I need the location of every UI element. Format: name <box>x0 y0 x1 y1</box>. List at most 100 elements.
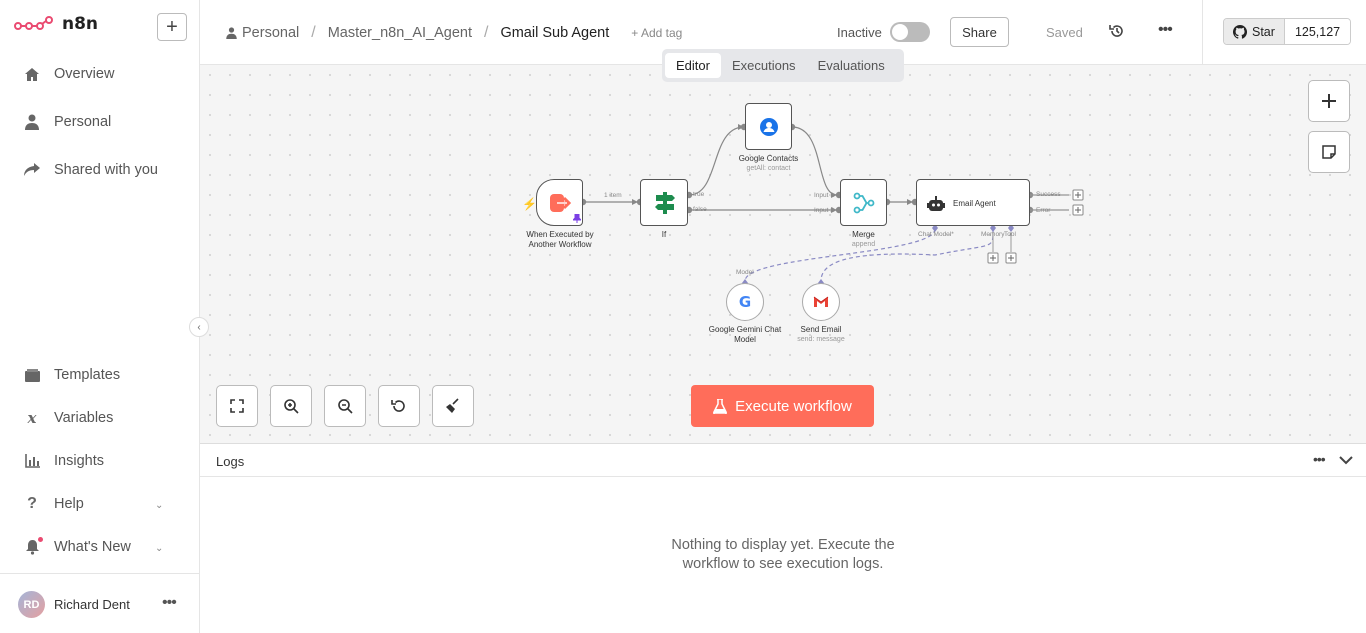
node-label: Merge <box>852 230 875 239</box>
gmail-icon <box>813 296 829 307</box>
github-icon <box>1233 24 1247 39</box>
error-output-label: Error <box>1036 207 1051 214</box>
zoom-out-button[interactable] <box>324 385 366 427</box>
node-label: Send Email <box>800 325 842 334</box>
sidebar-item-insights[interactable]: Insights <box>24 453 104 469</box>
sidebar-item-overview[interactable]: Overview <box>24 66 114 82</box>
node-google-contacts[interactable] <box>745 103 792 150</box>
trigger-bolt-icon: ⚡ <box>522 197 537 211</box>
sidebar-item-label: Variables <box>54 410 114 426</box>
node-merge[interactable] <box>840 179 887 226</box>
variable-icon: x <box>27 409 37 427</box>
node-gemini[interactable]: G <box>726 283 764 321</box>
breadcrumb-folder[interactable]: Master_n8n_AI_Agent <box>327 25 472 41</box>
zoom-in-button[interactable] <box>270 385 312 427</box>
model-label: Model <box>736 269 754 276</box>
tidy-up-button[interactable] <box>432 385 474 427</box>
undo-icon <box>391 400 405 412</box>
github-star-label: Star <box>1252 24 1275 39</box>
item-count-label: 1 item <box>604 192 622 199</box>
add-node-button[interactable] <box>1308 80 1350 122</box>
signpost-icon <box>655 192 675 214</box>
sidebar-item-variables[interactable]: x Variables <box>24 409 114 427</box>
logs-header[interactable]: Logs ••• <box>200 444 1366 477</box>
sidebar-item-label: Help <box>54 496 84 512</box>
add-sticky-note-button[interactable] <box>1308 131 1350 173</box>
share-icon <box>24 162 40 178</box>
more-icon[interactable]: ••• <box>1158 21 1173 38</box>
tab-executions[interactable]: Executions <box>731 58 796 73</box>
more-icon[interactable]: ••• <box>162 594 177 611</box>
node-if[interactable] <box>640 179 688 226</box>
n8n-logo[interactable]: n8n <box>14 14 98 34</box>
node-label: Google Gemini Chat Model <box>708 325 782 344</box>
tab-editor[interactable]: Editor <box>665 53 721 78</box>
home-icon <box>24 66 40 82</box>
chart-icon <box>24 453 40 469</box>
github-star-count: 125,127 <box>1284 19 1351 44</box>
execute-workflow-button[interactable]: Execute workflow <box>691 385 874 427</box>
sidebar-item-label: Templates <box>54 367 121 383</box>
merge-icon <box>853 192 875 214</box>
divider <box>1202 0 1203 64</box>
breadcrumb: Personal / Master_n8n_AI_Agent / Gmail S… <box>226 24 682 42</box>
status-label: Inactive <box>837 25 882 40</box>
more-icon[interactable]: ••• <box>1313 451 1326 467</box>
flask-icon <box>713 398 728 414</box>
workflow-name[interactable]: Gmail Sub Agent <box>500 25 610 41</box>
fit-view-button[interactable] <box>216 385 258 427</box>
broom-icon <box>446 398 459 413</box>
zoom-out-icon <box>338 399 353 414</box>
sidebar-item-label: Overview <box>54 66 115 82</box>
sidebar-item-whats-new[interactable]: What's New <box>24 537 131 555</box>
chat-model-label: Chat Model* <box>918 231 954 238</box>
true-branch-label: true <box>693 191 705 198</box>
google-icon: G <box>738 293 752 311</box>
sidebar-item-label: Insights <box>54 453 104 469</box>
user-menu: RD Richard Dent ••• <box>0 573 199 633</box>
avatar[interactable]: RD <box>18 591 45 618</box>
chevron-down-icon[interactable] <box>1339 452 1353 470</box>
node-subtitle: send: message <box>797 336 845 343</box>
zoom-in-icon <box>284 399 299 414</box>
share-button[interactable]: Share <box>950 17 1009 47</box>
sidebar-item-personal[interactable]: Personal <box>24 114 111 130</box>
pin-icon <box>573 214 581 223</box>
tab-evaluations[interactable]: Evaluations <box>817 58 885 73</box>
sticky-note-icon <box>1322 145 1336 159</box>
history-icon[interactable] <box>1109 23 1125 44</box>
github-star-button[interactable]: Star 125,127 <box>1223 18 1352 45</box>
sidebar-item-help[interactable]: ? Help <box>24 495 84 512</box>
collapse-sidebar-button[interactable]: ‹ <box>189 317 209 337</box>
node-email-agent[interactable]: Email Agent <box>916 179 1030 226</box>
box-icon <box>24 367 40 383</box>
plus-icon: + <box>166 15 178 38</box>
breadcrumb-separator: / <box>311 24 316 41</box>
sidebar-item-shared[interactable]: Shared with you <box>24 162 158 178</box>
app-name: n8n <box>62 14 99 34</box>
active-toggle[interactable] <box>890 22 930 42</box>
node-trigger[interactable] <box>536 179 583 226</box>
reset-zoom-button[interactable] <box>378 385 420 427</box>
node-label: If <box>661 230 667 239</box>
chevron-down-icon[interactable]: ⌄ <box>155 543 164 554</box>
fullscreen-icon <box>230 399 244 413</box>
breadcrumb-personal[interactable]: Personal <box>242 25 300 41</box>
contacts-icon <box>760 118 778 136</box>
workflow-canvas[interactable]: ⚡ When Executed by Another Workflow 1 it… <box>200 65 1366 443</box>
input2-label: Input 2 <box>814 207 834 214</box>
logs-title: Logs <box>216 454 245 469</box>
create-button[interactable]: + <box>157 13 187 41</box>
chevron-left-icon: ‹ <box>197 321 201 333</box>
memory-label: Memory <box>981 231 1005 238</box>
sidebar-item-label: What's New <box>54 539 131 555</box>
chevron-down-icon[interactable]: ⌄ <box>155 500 164 511</box>
add-tag-button[interactable]: + Add tag <box>631 26 683 40</box>
logs-empty-message: Nothing to display yet. Execute the work… <box>671 537 895 572</box>
success-output-label: Success <box>1036 191 1061 198</box>
node-send-email[interactable] <box>802 283 840 321</box>
sidebar-item-templates[interactable]: Templates <box>24 367 120 383</box>
bell-icon <box>24 537 43 555</box>
input1-label: Input 1 <box>814 192 834 199</box>
breadcrumb-separator: / <box>483 24 489 41</box>
